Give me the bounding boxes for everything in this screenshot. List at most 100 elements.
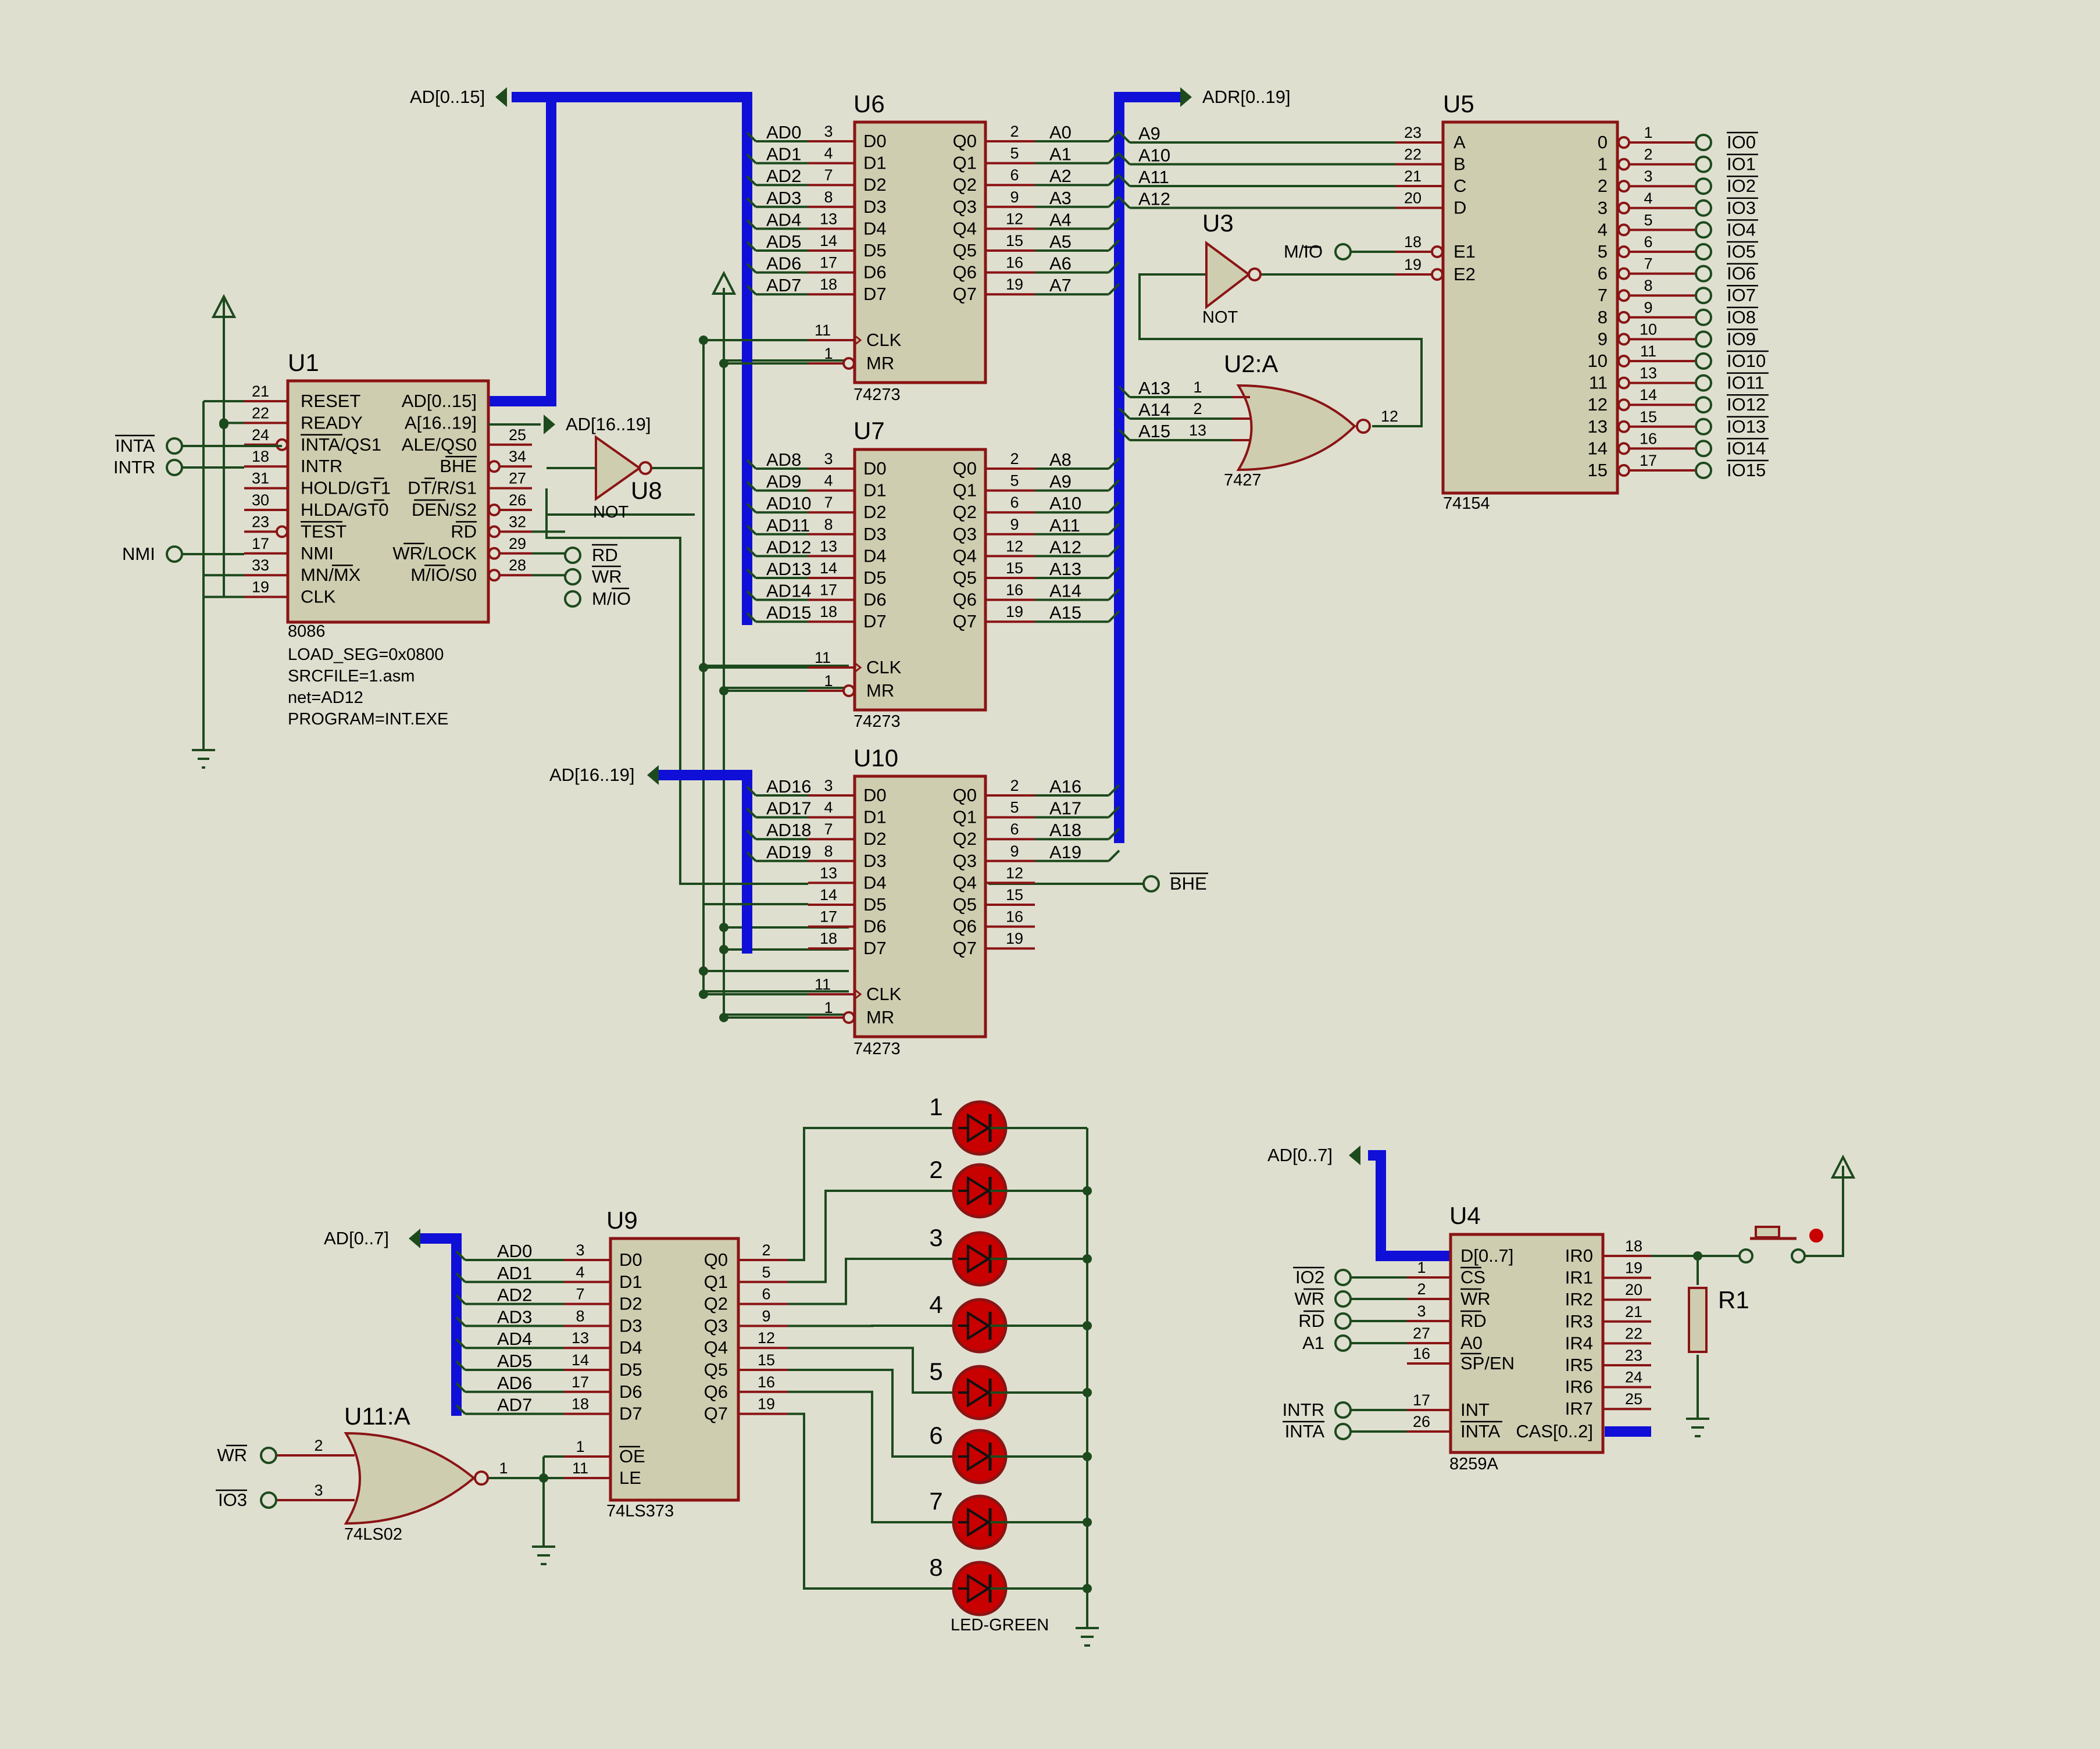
io-terminal[interactable] [1695,440,1712,458]
wr-terminal[interactable] [564,568,581,586]
u11-input-terminal[interactable] [260,1491,277,1509]
wire-segment [746,546,757,557]
u10-q-net: A16 [1049,776,1081,797]
inversion-bubble [488,547,501,560]
u4-right-name: IR4 [1565,1333,1593,1353]
u1-pin-number: 26 [509,491,526,509]
u7-q-pin: 2 [1010,450,1019,467]
u4-terminal[interactable] [1334,1401,1352,1419]
u2a-part: 7427 [1224,471,1262,490]
u10-d-name: D6 [863,916,887,937]
u4-terminal[interactable] [1334,1423,1352,1440]
mio-terminal[interactable] [564,590,581,608]
wire-segment [1118,429,1131,441]
nmi-terminal[interactable] [166,545,183,563]
u1-pin-number: 29 [509,535,526,552]
u11-out-pin: 1 [499,1459,508,1477]
u4-terminal[interactable] [1334,1312,1352,1330]
wire-segment [746,284,757,295]
io-terminal[interactable] [1695,177,1712,195]
io-terminal[interactable] [1695,417,1712,436]
u7-d-name: D5 [863,567,887,588]
u5-en-name: E1 [1453,241,1476,262]
u5-mio-label: M/IO [1284,241,1323,262]
interrupt-switch[interactable] [1738,1154,1856,1263]
u6-q-name: Q6 [953,262,977,283]
u6-q-name: Q0 [953,131,977,151]
inversion-bubble [842,684,855,697]
wire-segment [1108,610,1120,623]
u4-bus-label: AD[0..7] [1267,1145,1333,1165]
io-terminal[interactable] [1695,265,1712,283]
u7-d-net: AD14 [766,581,812,601]
u9-d-net: AD0 [497,1241,532,1261]
inta-terminal[interactable] [166,437,183,455]
u7-mr-name: MR [866,680,894,701]
junction-dot [719,923,728,932]
u5-mio-terminal[interactable] [1334,243,1352,260]
led-wire [788,1127,958,1261]
io-terminal[interactable] [1695,243,1712,260]
u7-d-net: AD12 [766,537,812,557]
intr-terminal[interactable] [166,459,183,476]
u9-q-name: Q3 [704,1315,728,1336]
u11a-ref: U11:A [344,1402,410,1430]
u7-q-name: Q0 [953,458,977,479]
u10-clk-pin: 11 [815,976,831,993]
u9-q-name: Q1 [704,1272,728,1292]
u5-out-index: 14 [1588,438,1608,458]
u6-q-pin: 15 [1006,232,1023,249]
u6-mr-name: MR [866,353,894,373]
u4-left-pin: 17 [1413,1391,1430,1409]
u7-d-pin: 4 [824,472,833,490]
wire-segment [1108,523,1120,536]
u4-right-name: IR5 [1565,1355,1593,1375]
u7-q-net: A11 [1049,515,1080,536]
u9-q-pin: 19 [758,1395,775,1413]
io-terminal[interactable] [1695,287,1712,305]
wire-segment [746,131,757,142]
io-terminal[interactable] [1695,199,1712,217]
u10-d-name: D2 [863,829,887,849]
u4-left-pin: 27 [1413,1325,1430,1342]
io-terminal[interactable] [1695,308,1712,326]
io-terminal[interactable] [1695,221,1712,239]
u9-q-pin: 9 [762,1307,770,1325]
u9-d-pin: 14 [572,1351,589,1369]
u1-pin-number: 31 [252,470,269,487]
io-terminal[interactable] [1695,155,1712,173]
u1-pin-number: 18 [252,448,269,465]
u6-d-pin: 17 [820,254,837,272]
u4-left-name: SP/EN [1460,1353,1515,1373]
u9-q-pin: 5 [762,1263,770,1281]
io-terminal[interactable] [1695,330,1712,348]
inversion-bubble [1617,355,1630,367]
u6-d-name: D3 [863,197,887,217]
inversion-bubble [1617,333,1630,346]
wire-segment [1108,501,1120,513]
u5-out-index: 8 [1598,307,1608,327]
io-terminal[interactable] [1695,396,1712,414]
bhe-terminal[interactable] [1142,875,1160,893]
u5-out-net: IO5 [1727,241,1756,262]
u5-out-net: IO10 [1727,351,1766,371]
rd-terminal[interactable] [564,547,581,564]
u11-in-pin: 3 [314,1482,323,1499]
u5-out-index: 1 [1598,154,1608,174]
u4-terminal[interactable] [1334,1334,1352,1352]
u4-terminal[interactable] [1334,1269,1352,1286]
u5-out-index: 6 [1598,263,1608,284]
u4-terminal[interactable] [1334,1290,1352,1308]
u7-q-net: A12 [1049,537,1081,557]
io-terminal[interactable] [1695,134,1712,151]
u11-input-terminal[interactable] [260,1447,277,1464]
u11a-part: 74LS02 [344,1525,402,1544]
u5-out-net: IO14 [1727,438,1766,458]
io-terminal[interactable] [1695,462,1712,479]
io-terminal[interactable] [1695,374,1712,392]
wire-segment [746,568,757,579]
u4-left-net: WR [1294,1288,1324,1309]
io-terminal[interactable] [1695,352,1712,370]
u10-mr-name: MR [866,1007,894,1027]
u5-out-net: IO11 [1727,373,1765,393]
